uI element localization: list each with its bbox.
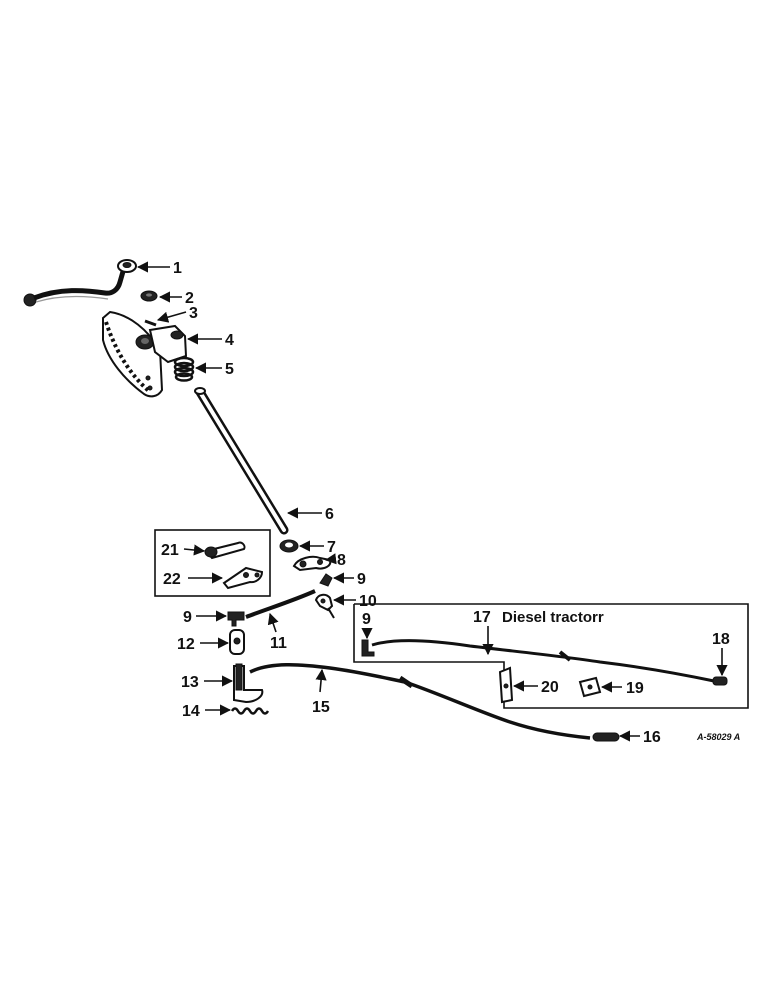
callout-13: 13 [181,674,199,691]
callout-14: 14 [182,703,200,720]
spring-part [173,356,195,382]
callout-6: 6 [325,506,334,523]
bracket-20-part [498,666,514,704]
shift-lever-part [23,259,137,307]
callout-4: 4 [225,332,234,349]
lever-21-part [204,541,246,560]
bushing-part [229,629,245,655]
pin-part [144,319,157,327]
callout-2: 2 [185,290,194,307]
callout-9b: 9 [183,609,192,626]
callout-8: 8 [337,552,346,569]
callout-1: 1 [173,260,182,277]
callout-9a: 9 [357,571,366,588]
callout-18: 18 [712,631,730,648]
bracket-13-part [233,663,264,704]
callout-21: 21 [161,542,179,559]
rod-11-part [245,589,316,619]
callout-11: 11 [270,635,287,652]
callout-12: 12 [177,636,195,653]
washer-7-part [279,539,299,553]
callout-22: 22 [163,571,181,588]
callout-9c: 9 [362,611,371,628]
shaft-part [194,387,289,535]
spring-14-part [230,707,270,715]
lever-arm-part [292,555,332,572]
inset-box-alt-parts [154,529,271,597]
leader-lines [136,261,728,742]
rod-end-16-part [592,732,620,742]
rod-15-part [249,663,591,740]
inset-box-diesel [353,603,749,709]
callout-labels: 1 2 3 4 5 6 7 8 9 10 9 11 12 13 14 15 16… [161,260,740,746]
clevis-9a-part [319,573,333,587]
shift-quadrant-part [102,310,188,398]
callout-7: 7 [327,539,336,556]
callout-16: 16 [643,729,661,746]
callout-5: 5 [225,361,234,378]
callout-15: 15 [312,699,330,716]
drawing-reference: A-58029 A [696,732,740,742]
callout-20: 20 [541,679,559,696]
rod-17-part [371,639,715,683]
callout-19: 19 [626,680,644,697]
rod-end-18-part [712,676,728,686]
bell-crank-part [314,593,335,619]
bracket-19-part [578,676,602,698]
callout-17: 17 [473,609,491,626]
washer-part [140,290,158,302]
clevis-9c-part [361,639,375,657]
callout-10: 10 [359,593,377,610]
clevis-9b-part [227,611,245,627]
callout-3: 3 [189,305,198,322]
lever-22-part [222,566,264,590]
inset-title: Diesel tractorr [502,609,604,626]
